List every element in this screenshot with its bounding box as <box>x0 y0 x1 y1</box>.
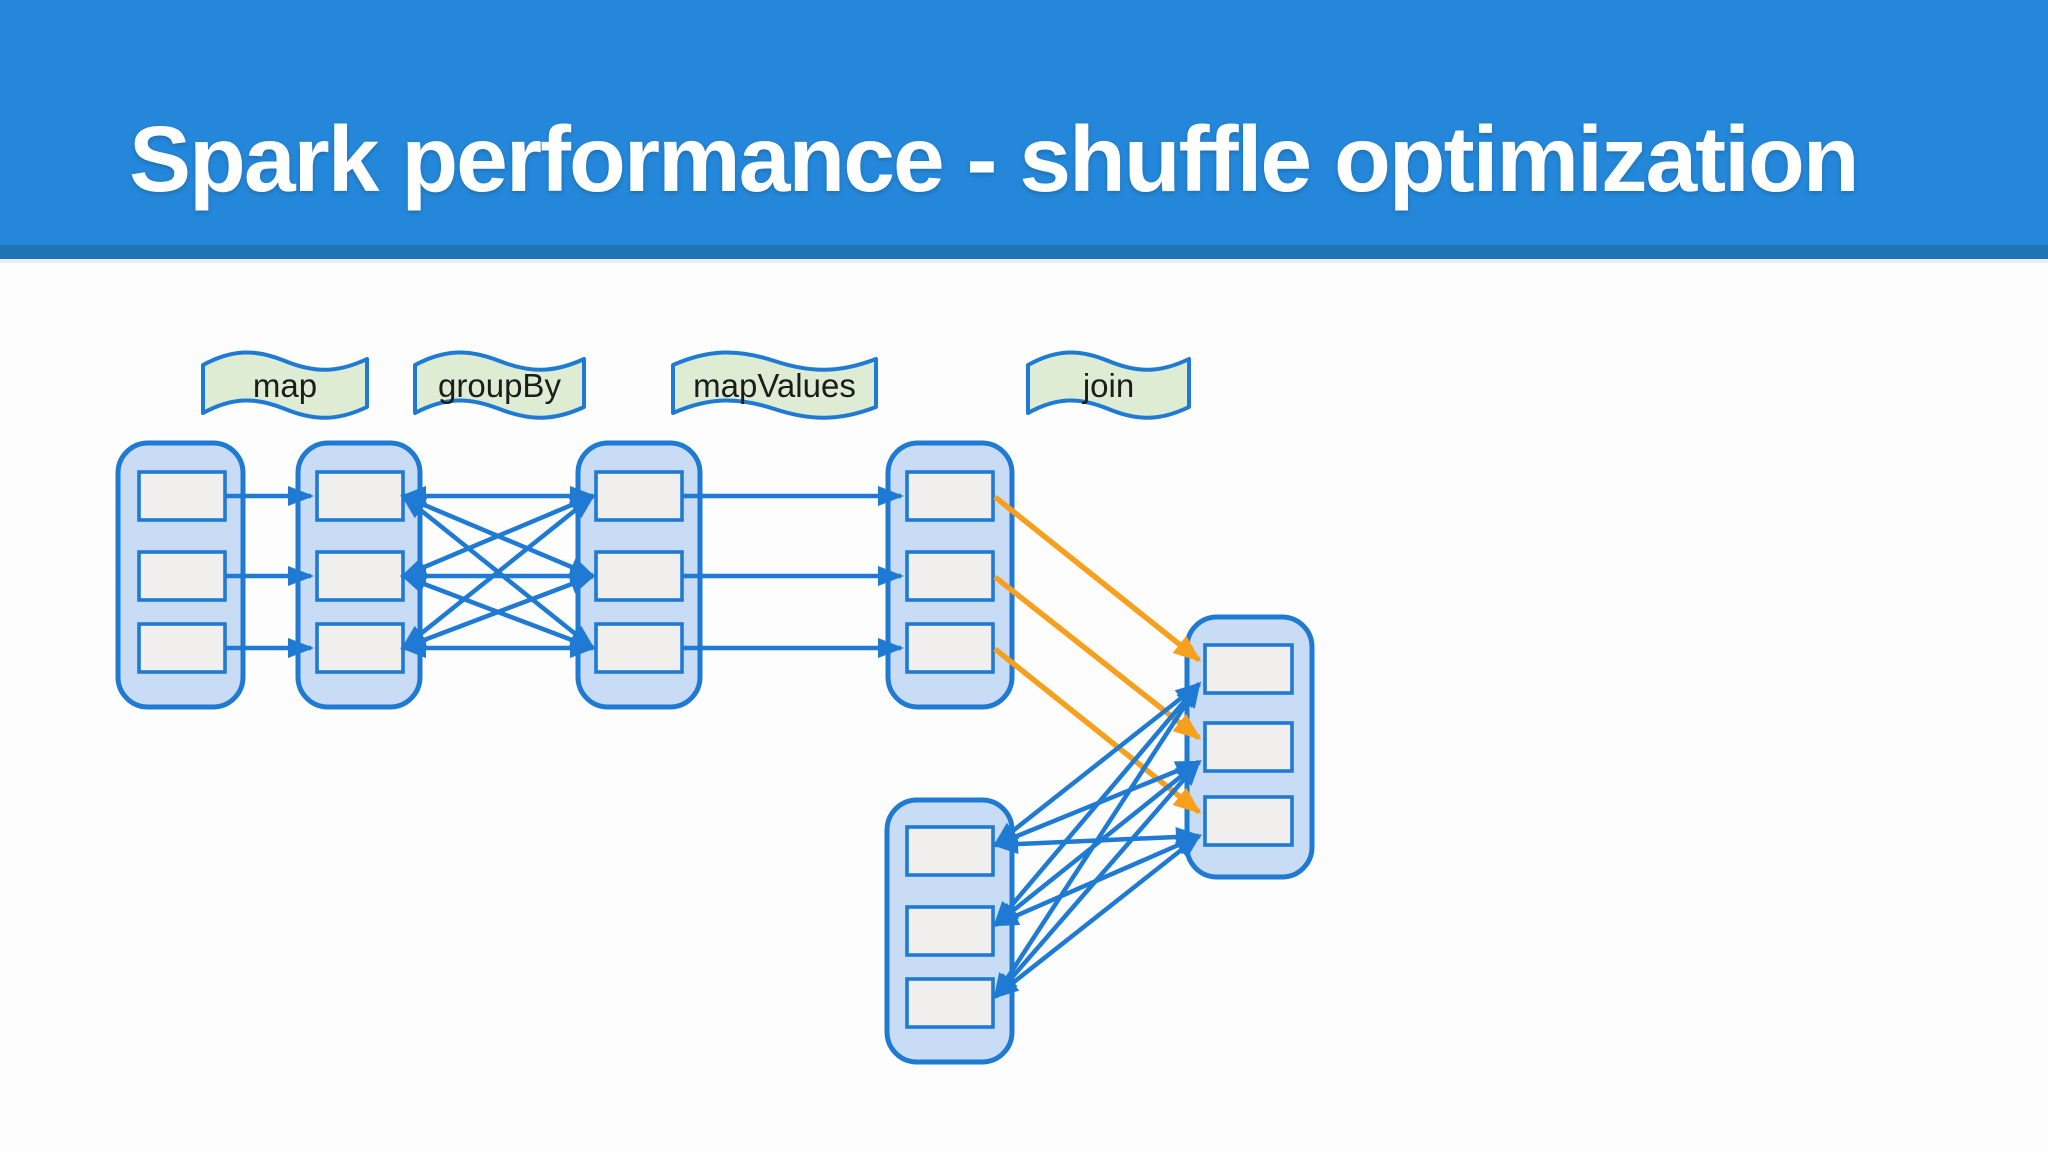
partition <box>905 470 995 522</box>
shuffle-arrow <box>992 834 1202 999</box>
partition <box>1203 795 1294 847</box>
wave-flag-shape <box>1026 350 1191 420</box>
shuffle-arrow <box>992 682 1202 847</box>
header-stripe-highlight <box>0 259 2048 263</box>
partition <box>315 470 405 522</box>
rdd-2-after-map <box>295 440 423 710</box>
rdd-4-after-mapvalues <box>885 440 1015 710</box>
partition <box>905 550 995 602</box>
wave-flag-shape <box>413 350 586 420</box>
join-aligned-arrow <box>993 574 1202 741</box>
partition <box>315 622 405 674</box>
header-stripe <box>0 245 2048 259</box>
partition <box>905 622 995 674</box>
rdd-5-join-other-input <box>884 797 1015 1065</box>
join-shuffle-arrows <box>992 681 1202 1000</box>
partition <box>1203 643 1294 695</box>
partition <box>137 550 227 602</box>
stage-flag-join: join <box>1026 350 1191 420</box>
stage-flag-map: map <box>201 350 369 420</box>
stage-flag-label: mapValues <box>693 367 856 404</box>
stage-flag-mapvalues: mapValues <box>671 350 878 420</box>
join-aligned-arrow <box>993 494 1202 663</box>
map-arrows <box>225 486 314 658</box>
partition <box>905 905 995 957</box>
stage-flag-label: map <box>253 367 317 404</box>
rdd-3-after-groupby <box>575 440 703 710</box>
groupby-shuffle-arrows <box>400 486 596 658</box>
partition <box>905 825 995 877</box>
partition <box>315 550 405 602</box>
partition <box>594 550 684 602</box>
partition <box>1203 721 1294 773</box>
shuffle-arrow <box>993 681 1201 928</box>
stage-flag-groupby: groupBy <box>413 350 586 420</box>
stage-flag-label: join <box>1082 367 1134 404</box>
slide-title: Spark performance - shuffle optimization <box>129 107 1860 211</box>
rdd-1-input <box>115 440 246 710</box>
partition <box>137 622 227 674</box>
stage-flag-label: groupBy <box>438 367 561 404</box>
partition <box>905 977 995 1029</box>
partition <box>594 470 684 522</box>
partition <box>137 470 227 522</box>
partition <box>594 622 684 674</box>
wave-flag-shape <box>201 350 369 420</box>
slide-header: Spark performance - shuffle optimization <box>0 0 2048 245</box>
shuffle-arrow <box>400 573 596 651</box>
shuffle-arrow <box>993 759 1201 1000</box>
wave-flag-shape <box>671 350 878 420</box>
rdd-6-join-result <box>1184 614 1315 880</box>
mapvalues-arrows <box>682 486 904 658</box>
